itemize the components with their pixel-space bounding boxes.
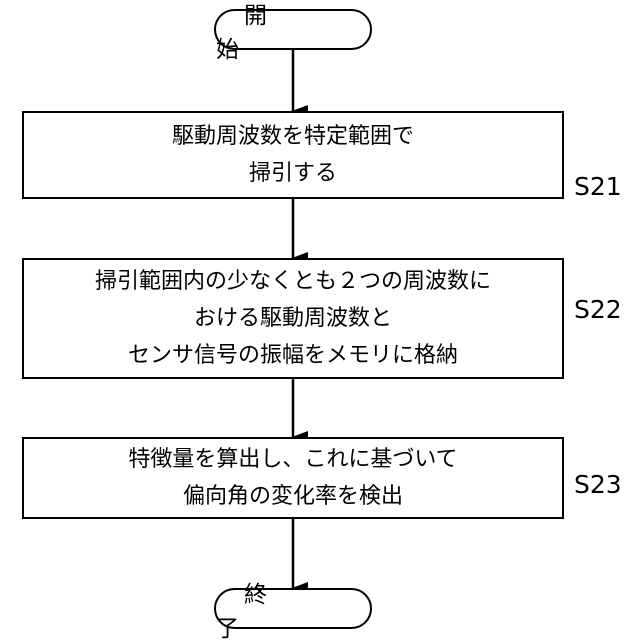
end-terminal: 終 了 xyxy=(214,588,372,629)
step-label-s22: S22 xyxy=(574,295,622,324)
step-text-line: 掃引範囲内の少なくとも２つの周波数に xyxy=(95,263,491,300)
step-label-s21: S21 xyxy=(574,172,622,201)
start-label: 開 始 xyxy=(216,0,370,64)
process-step-s23: 特徴量を算出し、これに基づいて 偏向角の変化率を検出 xyxy=(22,437,564,519)
step-text-line: おける駆動周波数と xyxy=(194,300,392,337)
step-text-line: センサ信号の振幅をメモリに格納 xyxy=(128,337,458,374)
start-terminal: 開 始 xyxy=(214,9,372,50)
step-label-s23: S23 xyxy=(574,470,622,499)
end-label: 終 了 xyxy=(216,575,370,643)
process-step-s22: 掃引範囲内の少なくとも２つの周波数に おける駆動周波数と センサ信号の振幅をメモ… xyxy=(22,258,564,379)
step-text-line: 偏向角の変化率を検出 xyxy=(183,478,403,515)
step-text-line: 駆動周波数を特定範囲で xyxy=(172,118,414,155)
process-step-s21: 駆動周波数を特定範囲で 掃引する xyxy=(22,111,564,199)
step-text-line: 特徴量を算出し、これに基づいて xyxy=(128,441,457,478)
step-text-line: 掃引する xyxy=(249,155,337,192)
